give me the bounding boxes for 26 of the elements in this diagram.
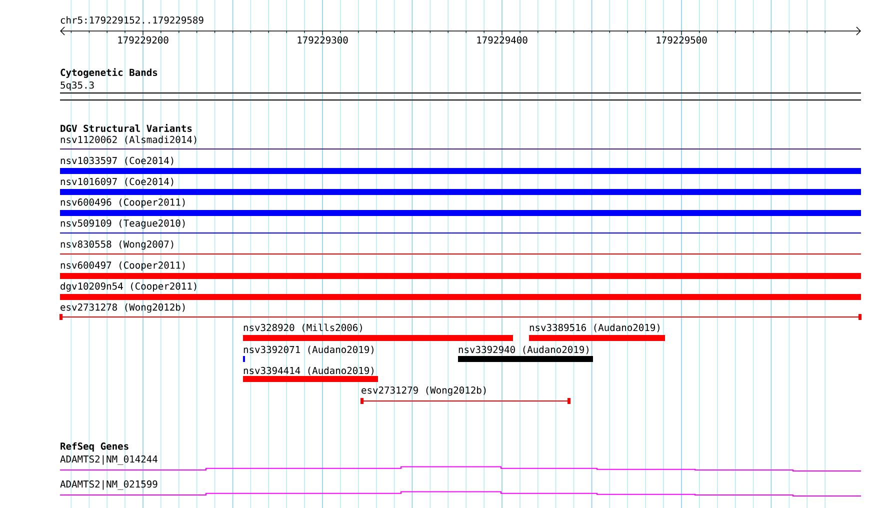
tick-label: 179229300 [298,36,348,44]
variant-label: nsv1120062 (Alsmadi2014) [60,136,196,144]
region-title: chr5:179229152..179229589 [60,16,204,24]
variant-label: nsv328920 (Mills2006) [244,324,362,332]
variant-label: esv2731279 (Wong2012b) [362,386,486,396]
variant-label: nsv3392940 (Audano2019) [458,346,588,354]
tick-label: 179229200 [118,36,168,44]
tick-label: 179229500 [656,36,707,44]
gene-label: ADAMTS2|NM_014244 [60,455,158,465]
variant-label: nsv600497 (Cooper2011) [60,261,185,271]
variant-label: nsv3394414 (Audano2019) [244,366,374,376]
variant-label: nsv509109 (Teague2010) [60,219,185,229]
variant-label: dgv10209n54 (Cooper2011) [60,282,196,292]
variant-label: nsv3389516 (Audano2019) [530,324,660,332]
variant-label: nsv3392071 (Audano2019) [244,346,374,354]
track-title: RefSeq Genes [60,442,128,452]
track-title: Cytogenetic Bands [60,68,158,78]
track-title: DGV Structural Variants [60,124,192,132]
tick-label: 179229400 [477,36,528,44]
band-label: 5q35.3 [60,81,94,91]
variant-label: nsv830558 (Wong2007) [60,240,174,250]
gene-label: ADAMTS2|NM_021599 [60,480,158,490]
variant-label: nsv1016097 (Coe2014) [60,178,174,186]
variant-label: nsv1033597 (Coe2014) [60,156,174,166]
variant-label: esv2731278 (Wong2012b) [60,303,185,313]
variant-label: nsv600496 (Cooper2011) [60,198,185,208]
